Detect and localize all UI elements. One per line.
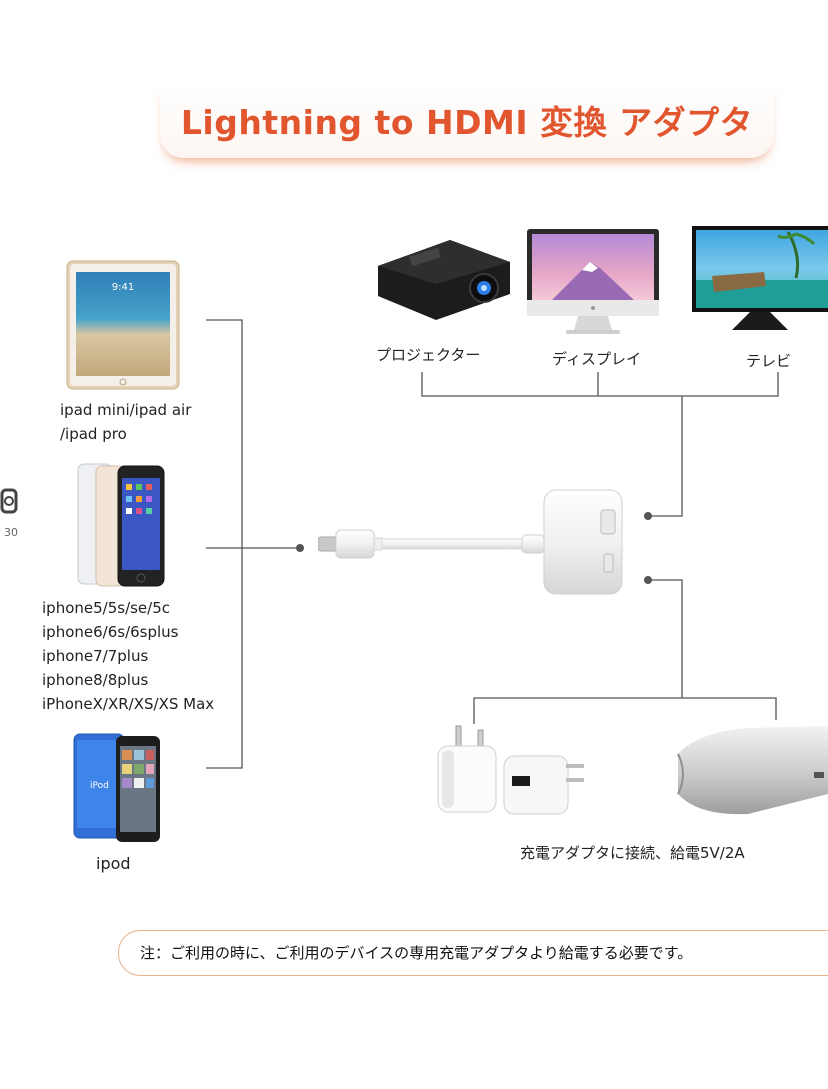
power-bracket-line	[473, 697, 777, 724]
television-icon	[692, 226, 828, 330]
title-banner	[160, 86, 774, 158]
source-bracket-line	[206, 319, 243, 769]
ipad-icon: 9:41	[66, 260, 180, 390]
note-text: 注：ご利用の時に、ご利用のデバイスの専用充電アダプタより給電する必要です。	[140, 944, 693, 962]
ipod-label: ipod	[96, 854, 131, 873]
display-label: ディスプレイ	[552, 350, 641, 368]
ipad-label: ipad mini/ipad air /ipad pro	[60, 401, 192, 443]
output-bracket-line	[421, 372, 779, 397]
page-title: Lightning to HDMI 変換 アダプタ	[180, 103, 754, 142]
ipod-icon: iPod	[73, 733, 160, 842]
hdmi-port-line	[648, 396, 683, 517]
projector-label: プロジェクター	[376, 346, 481, 364]
projector-icon	[378, 240, 510, 320]
power-label: 充電アダプタに接続、給電5V/2A	[520, 844, 745, 862]
svg-text:9:41: 9:41	[112, 282, 134, 293]
power-bank-icon	[677, 726, 828, 815]
television-label: テレビ	[746, 352, 792, 370]
svg-text:30: 30	[4, 526, 18, 539]
hdmi-port-dot	[644, 512, 652, 520]
note-box	[118, 930, 828, 976]
iphone-label: iphone5/5s/se/5c iphone6/6s/6splus iphon…	[42, 599, 215, 713]
display-monitor-icon	[527, 229, 659, 334]
source-junction-dot	[296, 544, 304, 552]
power-port-dot	[644, 576, 652, 584]
lightning-hdmi-adapter-icon	[318, 489, 623, 595]
power-port-line	[648, 579, 683, 698]
svg-text:iPod: iPod	[90, 781, 109, 791]
iphone-icon	[77, 463, 165, 587]
cropped-edge-fragment: 30	[0, 488, 18, 539]
usb-charger-icon	[437, 725, 584, 815]
